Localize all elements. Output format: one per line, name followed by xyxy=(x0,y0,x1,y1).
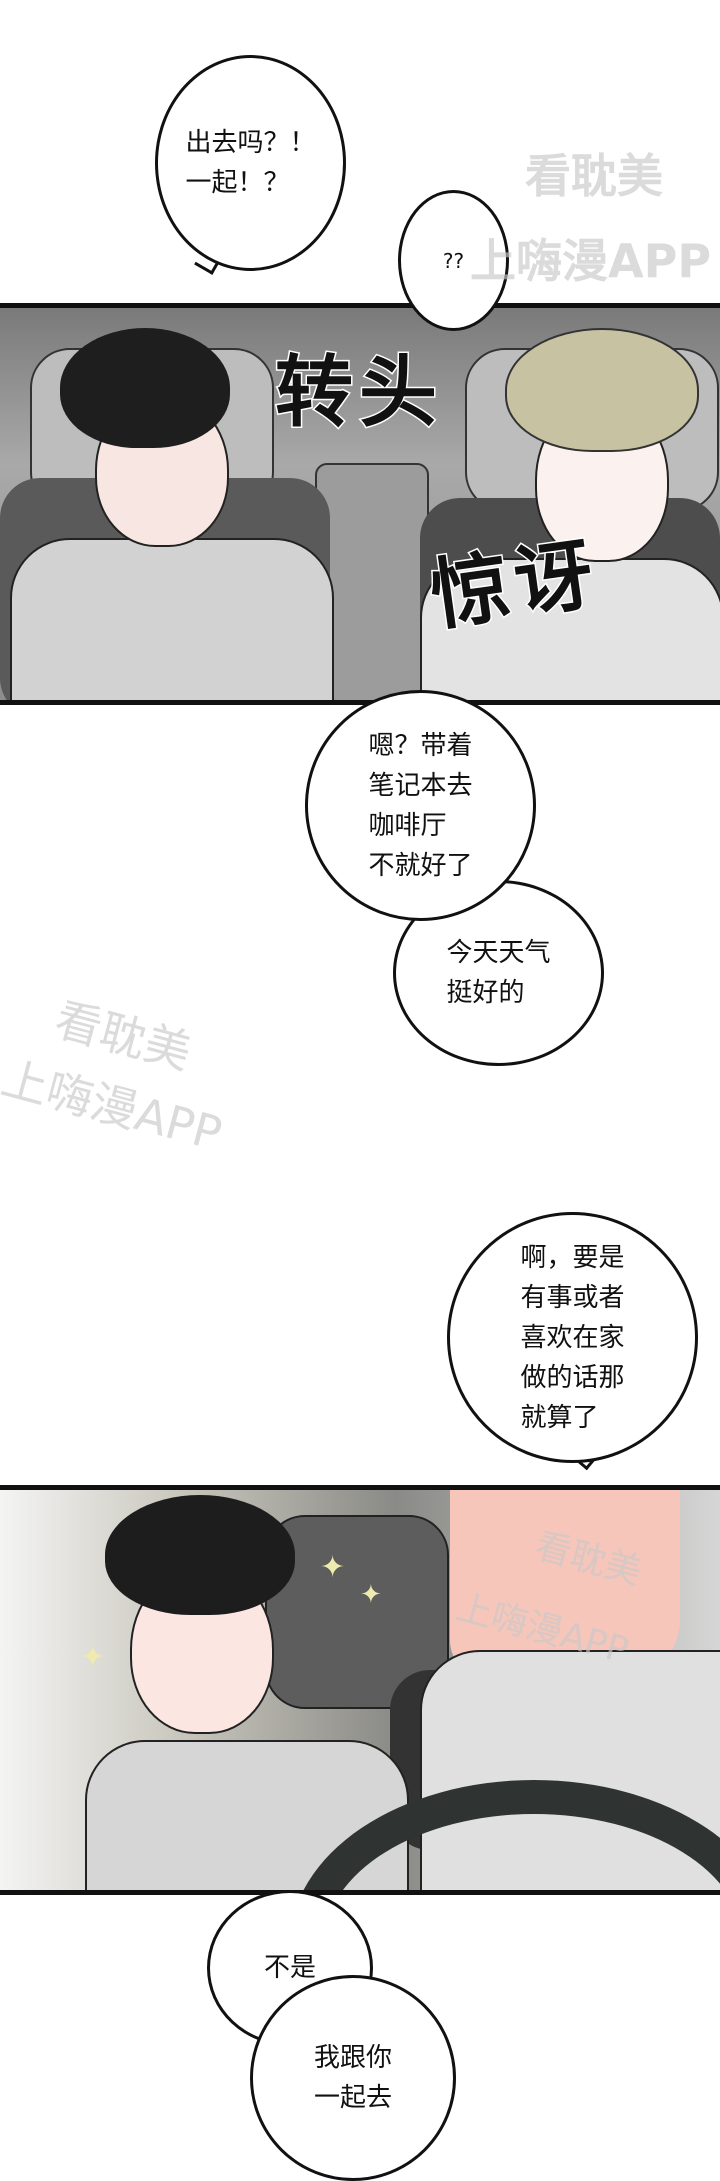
passenger-hair xyxy=(60,328,230,448)
speech-bubble-go-out: 出去吗？！ 一起！？ xyxy=(155,55,346,271)
speech-bubble-never-mind: 啊，要是 有事或者 喜欢在家 做的话那 就算了 xyxy=(447,1212,698,1463)
speech-bubble-cafe: 嗯？带着 笔记本去 咖啡厅 不就好了 xyxy=(305,690,536,921)
bubble-text: 我跟你 一起去 xyxy=(313,2043,392,2113)
passenger-hair xyxy=(105,1495,295,1615)
comic-panel-sparkle: ✦ ✦ ✦ xyxy=(0,1485,720,1895)
speech-bubble-go-together: 我跟你 一起去 xyxy=(250,1975,456,2181)
bubble-text: 今天天气 挺好的 xyxy=(446,938,551,1008)
comic-panel-car-turn: 转头 惊讶 xyxy=(0,303,720,705)
speech-bubble-question: ?? xyxy=(398,190,509,331)
driver-hair xyxy=(505,328,699,452)
driver-body xyxy=(420,558,720,700)
bubble-text: 啊，要是 有事或者 喜欢在家 做的话那 就算了 xyxy=(520,1242,625,1433)
sparkle-icon: ✦ xyxy=(360,1580,382,1610)
bubble-text: ?? xyxy=(442,248,465,273)
watermark: 看耽美 xyxy=(525,149,663,203)
sparkle-icon: ✦ xyxy=(320,1550,346,1585)
sfx-surprised: 惊讶 xyxy=(424,528,606,644)
sparkle-icon: ✦ xyxy=(80,1640,106,1675)
bubble-text: 不是 xyxy=(263,1953,316,1983)
driver-neck xyxy=(450,1490,680,1680)
bubble-text: 嗯？带着 笔记本去 咖啡厅 不就好了 xyxy=(368,730,473,881)
bubble-text: 出去吗？！ 一起！？ xyxy=(185,128,316,198)
passenger-body xyxy=(10,538,334,700)
watermark: 上嗨漫APP xyxy=(470,234,712,288)
sfx-turn-head: 转头 xyxy=(273,347,444,440)
